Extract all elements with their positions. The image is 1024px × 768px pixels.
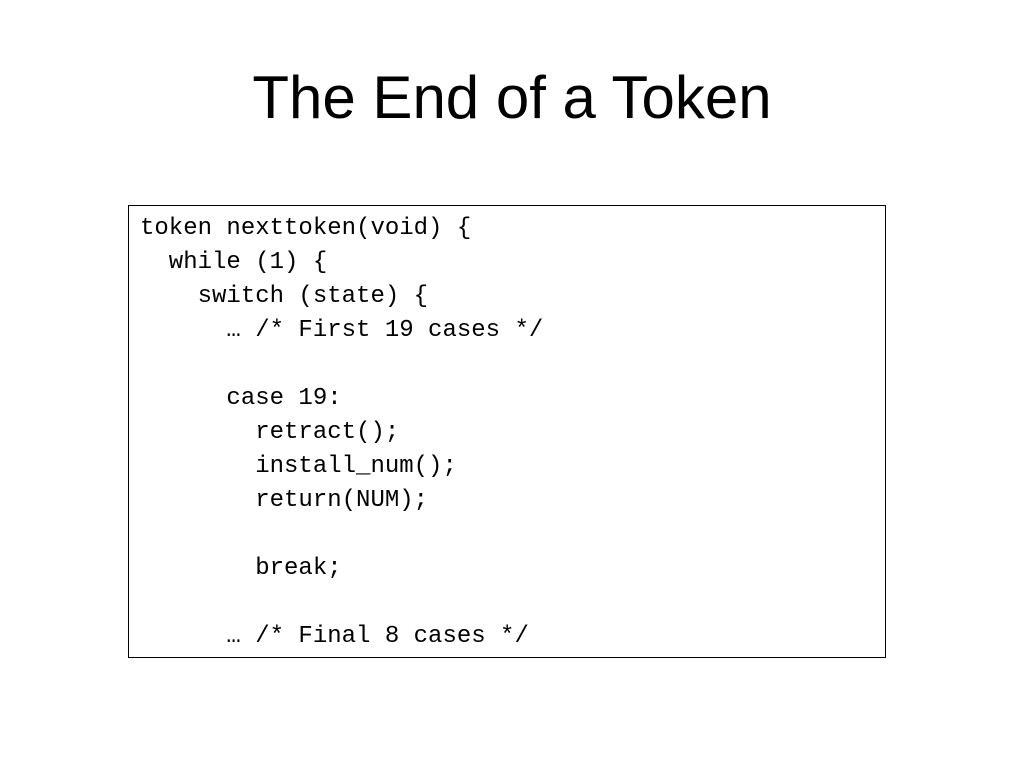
code-line: retract(); (140, 419, 400, 446)
code-line-blank (140, 586, 543, 620)
code-line: return(NUM); (140, 487, 429, 514)
code-line: … /* First 19 cases */ (140, 317, 544, 344)
code-line-blank (140, 518, 543, 552)
code-line: … /* Final 8 cases */ (140, 623, 529, 650)
code-block: token nexttoken(void) { while (1) { swit… (128, 205, 886, 658)
code-line: case 19: (140, 385, 342, 412)
code-lines: token nexttoken(void) { while (1) { swit… (140, 212, 543, 654)
code-line: while (1) { (140, 249, 328, 276)
slide-title: The End of a Token (252, 64, 772, 131)
code-line-blank (140, 348, 543, 382)
code-line: install_num(); (140, 453, 457, 480)
code-line: break; (140, 555, 342, 582)
code-line: switch (state) { (140, 283, 429, 310)
code-line: token nexttoken(void) { (140, 215, 472, 242)
